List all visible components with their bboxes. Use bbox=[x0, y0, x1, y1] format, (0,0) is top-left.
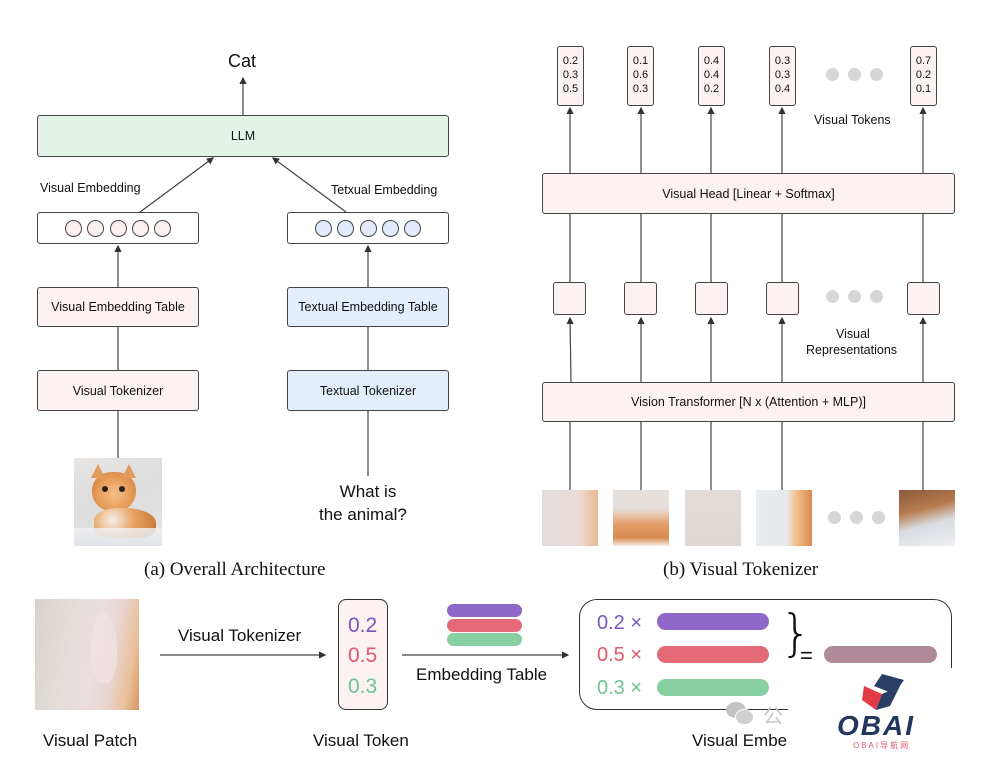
vision-transformer-box: Vision Transformer [N x (Attention + MLP… bbox=[542, 382, 955, 422]
image-patch-cat-ear bbox=[542, 490, 598, 546]
visual-embedding-table-box: Visual Embedding Table bbox=[37, 287, 199, 327]
weight-term-green: 0.3 × bbox=[597, 677, 643, 699]
embedding-vector-red bbox=[657, 646, 769, 663]
visual-token-label: Visual Token bbox=[313, 731, 409, 750]
token-value: 0.4 bbox=[703, 69, 720, 81]
embedding-circle bbox=[381, 219, 399, 237]
visual-embedding-vector bbox=[37, 212, 199, 244]
image-patch-cat-paw bbox=[899, 490, 955, 546]
visual-token: 0.4 0.4 0.2 bbox=[698, 46, 725, 106]
embedding-circle bbox=[337, 219, 355, 237]
token-value: 0.3 bbox=[774, 69, 791, 81]
token-value: 0.1 bbox=[915, 83, 932, 95]
embedding-circle bbox=[404, 219, 422, 237]
weight-term-purple: 0.2 × bbox=[597, 612, 643, 634]
image-patch-background bbox=[685, 490, 741, 546]
embedding-table-row-red bbox=[447, 619, 522, 632]
token-value: 0.1 bbox=[632, 55, 649, 67]
visual-representations-label-1: Visual bbox=[836, 327, 870, 341]
image-patch-cat-head bbox=[613, 490, 669, 546]
textual-tokenizer-box: Textual Tokenizer bbox=[287, 370, 449, 411]
arrow-text-emb-to-llm bbox=[272, 157, 347, 213]
textual-embedding-table-box: Textual Embedding Table bbox=[287, 287, 449, 327]
embedding-table-label: Embedding Table bbox=[416, 665, 548, 684]
embedding-circle bbox=[64, 219, 82, 237]
visual-representation-box bbox=[766, 282, 799, 315]
token-value: 0.2 bbox=[703, 83, 720, 95]
visual-representation-box bbox=[553, 282, 586, 315]
token-value: 0.7 bbox=[915, 55, 932, 67]
visual-token: 0.3 0.3 0.4 bbox=[769, 46, 796, 106]
token-value: 0.6 bbox=[632, 69, 649, 81]
embedding-circle bbox=[359, 219, 377, 237]
embedding-vector-green bbox=[657, 679, 769, 696]
cat-image bbox=[74, 458, 162, 546]
embedding-table-row-green bbox=[447, 633, 522, 646]
visual-head-box: Visual Head [Linear + Softmax] bbox=[542, 173, 955, 214]
visual-embedding-label: Visual Embe bbox=[692, 731, 788, 750]
token-value: 0.5 bbox=[562, 83, 579, 95]
output-label-cat: Cat bbox=[228, 51, 257, 71]
visual-representation-box bbox=[695, 282, 728, 315]
token-value: 0.4 bbox=[774, 83, 791, 95]
token-value: 0.4 bbox=[703, 55, 720, 67]
ellipsis-dots bbox=[826, 290, 883, 303]
weight-term-red: 0.5 × bbox=[597, 644, 643, 666]
token-value: 0.3 bbox=[632, 83, 649, 95]
textual-embedding-label: Tetxual Embedding bbox=[331, 183, 438, 197]
token-value-green: 0.3 bbox=[348, 675, 378, 698]
embedding-circle bbox=[154, 219, 172, 237]
obai-cube-icon bbox=[862, 674, 904, 710]
visual-embedding-label: Visual Embedding bbox=[40, 181, 141, 195]
image-patch-cat-eye bbox=[756, 490, 812, 546]
arrow-visual-emb-to-llm bbox=[139, 157, 214, 213]
visual-token: 0.2 0.3 0.5 bbox=[557, 46, 584, 106]
visual-representations-label-2: Representations bbox=[806, 343, 898, 357]
token-value: 0.3 bbox=[774, 55, 791, 67]
visual-embedding-result bbox=[824, 646, 937, 663]
llm-box: LLM bbox=[37, 115, 449, 157]
visual-tokens-label: Visual Tokens bbox=[814, 113, 891, 127]
question-line-2: the animal? bbox=[319, 505, 407, 524]
caption-a: (a) Overall Architecture bbox=[144, 559, 326, 580]
weighted-sum-box bbox=[579, 599, 952, 710]
visual-patch-image bbox=[35, 599, 139, 710]
token-value-red: 0.5 bbox=[348, 644, 378, 667]
token-value: 0.3 bbox=[562, 69, 579, 81]
obai-logo-text: OBAI bbox=[837, 710, 915, 741]
textual-embedding-vector bbox=[287, 212, 449, 244]
obai-logo-subtext: OBAI导航网 bbox=[853, 741, 911, 750]
embedding-circle bbox=[87, 219, 105, 237]
visual-token-box: 0.2 0.5 0.3 bbox=[338, 599, 388, 710]
visual-tokenizer-box: Visual Tokenizer bbox=[37, 370, 199, 411]
question-line-1: What is bbox=[339, 482, 397, 501]
caption-b: (b) Visual Tokenizer bbox=[663, 559, 819, 580]
embedding-circle bbox=[314, 219, 332, 237]
equals-sign: = bbox=[800, 643, 813, 668]
token-value: 0.2 bbox=[562, 55, 579, 67]
embedding-circle bbox=[109, 219, 127, 237]
sum-brace: } bbox=[780, 604, 812, 662]
visual-tokenizer-arrow-label: Visual Tokenizer bbox=[178, 626, 302, 645]
embedding-circle bbox=[131, 219, 149, 237]
visual-token: 0.7 0.2 0.1 bbox=[910, 46, 937, 106]
visual-token: 0.1 0.6 0.3 bbox=[627, 46, 654, 106]
ellipsis-dots bbox=[828, 511, 885, 524]
token-value-purple: 0.2 bbox=[348, 614, 378, 637]
visual-patch-label: Visual Patch bbox=[43, 731, 138, 750]
embedding-vector-purple bbox=[657, 613, 769, 630]
visual-representation-box bbox=[624, 282, 657, 315]
visual-representation-box bbox=[907, 282, 940, 315]
token-value: 0.2 bbox=[915, 69, 932, 81]
ellipsis-dots bbox=[826, 68, 883, 81]
embedding-table-row-purple bbox=[447, 604, 522, 617]
wechat-watermark-text: 公 bbox=[763, 706, 783, 728]
